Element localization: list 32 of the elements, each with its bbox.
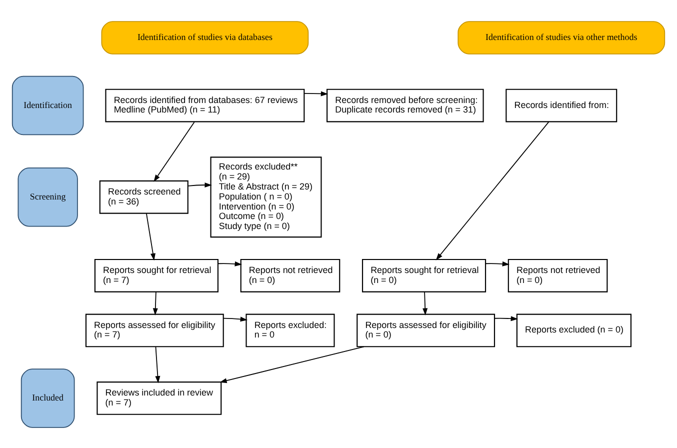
arrow xyxy=(220,346,364,383)
node-box: Reports not retrieved (n = 0) xyxy=(508,258,608,292)
node-box: Records screened (n = 36) xyxy=(99,180,188,214)
node-box: Reports sought for retrieval (n = 7) xyxy=(94,258,218,292)
arrow xyxy=(494,316,518,321)
node-box: Reviews included in review (n = 7) xyxy=(96,381,222,414)
node-box: Identification xyxy=(12,75,84,135)
node-box: Screening xyxy=(18,166,78,226)
node-box: Identification of studies via databases xyxy=(101,20,309,54)
node-box: Records identified from databases: 67 reviews Medline (PubMed) (n = 11) xyxy=(105,88,305,122)
arrow xyxy=(188,182,212,187)
node-box: Reports assessed for eligibility (n = 0) xyxy=(356,313,496,347)
arrow xyxy=(304,90,328,96)
node-box: Reports not retrieved (n = 0) xyxy=(240,258,340,292)
arrow xyxy=(152,290,158,315)
node-box: Records excluded** (n = 29) Title & Abstract (n = 29) Population ( n = 0) Intervention (n = 0) Outcome (n = 0) Study type (n = 0) xyxy=(210,156,322,238)
arrow xyxy=(146,212,156,260)
node-box: Reports sought for retrieval (n = 0) xyxy=(362,258,486,292)
arrow xyxy=(218,260,242,266)
node-box: Records removed before screening: Duplicate records removed (n = 31) xyxy=(326,88,484,122)
node-box: Records identified from: xyxy=(506,88,618,122)
arrow xyxy=(154,121,195,182)
node-box: Identification of studies via other methods xyxy=(458,20,666,54)
node-box: Reports excluded (n = 0) xyxy=(516,313,632,347)
arrow xyxy=(155,346,160,383)
arrow xyxy=(422,290,428,315)
arrow xyxy=(223,316,248,322)
node-box: Included xyxy=(20,368,75,428)
node-box: Reports excluded: n = 0 xyxy=(246,313,335,347)
arrow xyxy=(436,121,550,260)
arrow xyxy=(485,260,510,266)
node-box: Reports assessed for eligibility (n = 7) xyxy=(85,313,224,347)
